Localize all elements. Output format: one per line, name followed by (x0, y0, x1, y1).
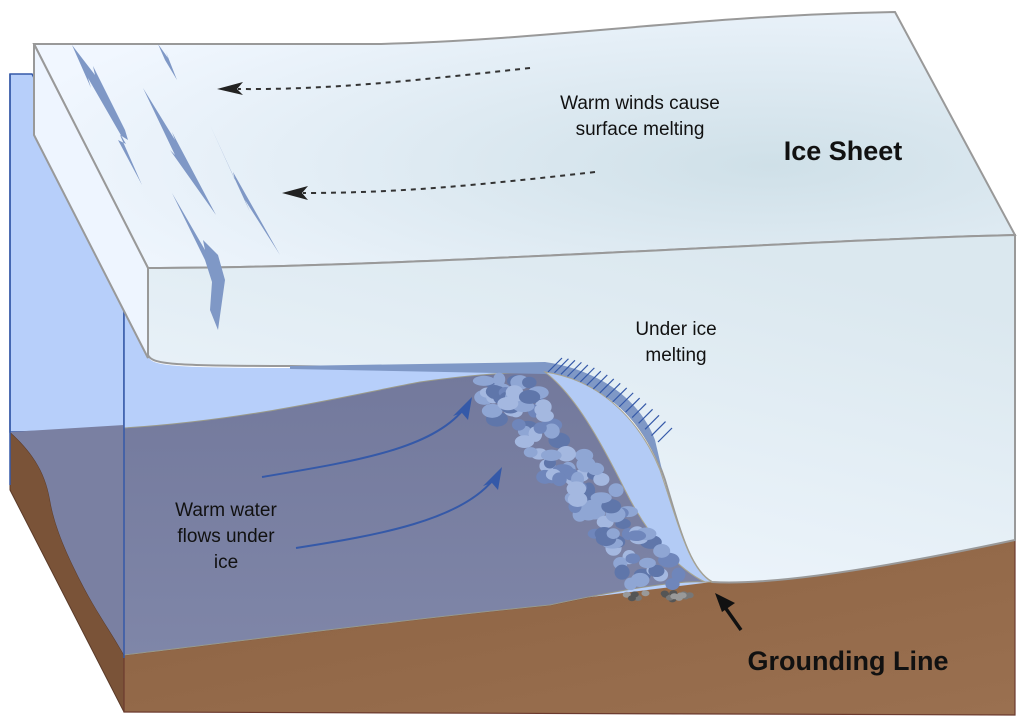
slope-light-water (543, 371, 713, 583)
moraine-rocks (472, 372, 694, 603)
hatch-line (560, 359, 576, 375)
rock (472, 375, 495, 386)
rock (481, 403, 503, 418)
hatch-line (573, 364, 589, 380)
hatch-line (638, 408, 654, 424)
rock (601, 499, 622, 514)
rock (566, 481, 587, 497)
flow-arrowhead-icon (483, 467, 502, 490)
under-ice-label-line1: Under ice (635, 319, 716, 340)
hatch-line (579, 367, 595, 383)
hatch-line (566, 361, 582, 377)
wind-arrowhead-icon (282, 186, 308, 200)
water-left-face-dark (10, 425, 124, 655)
winds-label-line2: surface melting (576, 119, 705, 140)
grounding-line-label: Grounding Line (748, 646, 949, 676)
rock (626, 530, 647, 542)
wind-arrowhead-icon (217, 82, 243, 95)
hatch-line (618, 392, 634, 408)
water-flow-arrows (261, 409, 494, 549)
crevasse-mark (72, 45, 142, 185)
hatch-line (625, 397, 641, 413)
rock (671, 567, 686, 582)
rock (593, 472, 610, 486)
ice-left-face (33, 43, 149, 359)
flow-arrow-path (261, 409, 464, 478)
warm-water-label-line2: flows under (177, 526, 275, 547)
wind-arrow-path (237, 67, 531, 91)
under-ice-label-line2: melting (645, 345, 706, 366)
rock (534, 404, 547, 416)
wind-arrows (217, 67, 596, 200)
hatch-line (592, 374, 608, 390)
flow-arrowhead-icon (453, 397, 472, 420)
gravel (627, 595, 636, 602)
rock (552, 472, 567, 487)
warm-water-label-line1: Warm water (175, 500, 277, 521)
gravel (678, 592, 687, 599)
hatch-line (586, 370, 602, 386)
rock (606, 528, 620, 539)
hatch-line (599, 378, 615, 394)
rock (625, 553, 641, 564)
rock (497, 396, 519, 411)
warm-water-label-line3: ice (214, 552, 238, 573)
hatch-line (612, 387, 628, 403)
surface-crevasses (72, 44, 280, 330)
gravel (670, 593, 679, 600)
ice-sheet-label: Ice Sheet (784, 136, 903, 166)
rock (653, 544, 671, 558)
rock (567, 491, 588, 507)
gravel (622, 591, 631, 598)
rock (485, 385, 504, 399)
crevasse-mark (158, 44, 177, 80)
gravel (660, 590, 669, 597)
gravel (641, 590, 650, 597)
rock (523, 447, 538, 458)
rock (576, 456, 596, 473)
crevasse-mark (172, 193, 225, 330)
rock (624, 577, 637, 591)
hatch-line (644, 414, 660, 430)
under-ice-melt-hatching (547, 357, 673, 443)
rock (590, 492, 612, 504)
hatch-line (547, 357, 563, 373)
flow-arrow-path (295, 479, 494, 549)
rock (522, 376, 537, 389)
wind-arrow-path (302, 171, 596, 194)
rock (533, 422, 547, 434)
winds-label-line1: Warm winds cause (560, 93, 720, 114)
rock (608, 483, 624, 497)
hatch-line (554, 358, 569, 374)
hatch-line (657, 427, 673, 443)
rock (518, 390, 541, 404)
grounding-arrowhead-icon (715, 593, 735, 612)
rock (543, 423, 560, 439)
rock (540, 449, 562, 461)
rock (511, 418, 526, 431)
hatch-line (631, 403, 647, 418)
hatch-line (651, 421, 666, 436)
crevasse-mark (143, 88, 216, 215)
rock (648, 564, 665, 578)
rock (614, 564, 630, 580)
rock (556, 446, 577, 462)
rock (639, 557, 656, 569)
rock (493, 372, 506, 387)
gravel (685, 592, 694, 599)
hatch-line (605, 382, 621, 398)
rock (514, 435, 535, 448)
